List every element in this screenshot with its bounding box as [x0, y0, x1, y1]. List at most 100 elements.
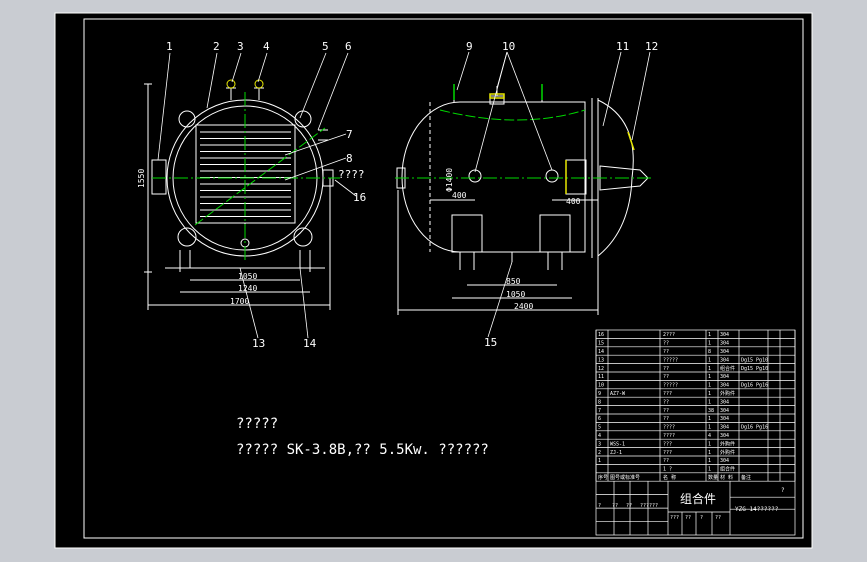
bom-cell-remark: Dg16 Pg16 — [741, 383, 768, 389]
left-callout-leaders — [157, 52, 357, 339]
drawing-border — [83, 18, 804, 539]
bom-cell-mat: 组合件 — [720, 466, 735, 473]
callout-6: 6 — [345, 40, 352, 53]
callout-7: 7 — [346, 128, 353, 141]
bom-cell-qty: 38 — [708, 408, 714, 414]
bom-cell-mat: 304 — [720, 349, 729, 355]
bom-cell-mat: 外购件 — [720, 440, 735, 447]
bom-cell-qty: 1 — [708, 391, 711, 397]
dim-total: 2400 — [514, 302, 533, 311]
callout-13: 13 — [252, 337, 265, 350]
left-dimensions: 1550 1050 1240 1700 — [137, 169, 257, 306]
tb-sign-left: ?? — [612, 503, 618, 509]
centerline-top-arc — [439, 109, 586, 121]
bom-cell-mat: 304 — [720, 433, 729, 439]
bom-cell-no: 11 — [598, 374, 604, 380]
dim-right-offset: 400 — [566, 197, 581, 206]
bom-cell-name: ????? — [663, 383, 678, 389]
bom-cell-no: 6 — [598, 416, 601, 422]
dim-base2: 1050 — [506, 290, 525, 299]
bom-cell-no: 1 — [598, 458, 601, 464]
bom-cell-mat: 外购件 — [720, 390, 735, 397]
notes-line: ????? SK-3.8B,?? 5.5Kw. ?????? — [236, 442, 489, 458]
callout-10: 10 — [502, 40, 515, 53]
bom-cell-no: 2 — [598, 450, 601, 456]
tb-sign-mid: ? — [700, 515, 703, 521]
bom-header-code: 图号或标准号 — [610, 474, 640, 481]
bom-cell-remark: Dg15 Pg10 — [741, 366, 768, 372]
bom-cell-mat: 304 — [720, 425, 729, 431]
bom-cell-no: 10 — [598, 383, 604, 389]
bom-cell-name: ?? — [663, 399, 669, 405]
bom-cell-no: 12 — [598, 366, 604, 372]
tb-sign-mid: ?? — [685, 515, 691, 521]
dim-inner: 1050 — [238, 272, 257, 281]
bom-cell-name: ??? — [663, 441, 672, 447]
bom-cell-mat: 组合件 — [720, 365, 735, 372]
left-callout-numbers: 1 2 3 4 5 6 7 8 ???? 16 13 14 — [166, 40, 366, 350]
bom-cell-qty: 1 — [708, 425, 711, 431]
bom-header-remark: 备注 — [741, 474, 751, 481]
dim-outer: 1700 — [230, 297, 249, 306]
bom-cell-name: ?? — [663, 458, 669, 464]
bom-cell-qty: 1 — [708, 416, 711, 422]
bom-cell-mat: 外购件 — [720, 449, 735, 456]
technical-notes: ????? ????? SK-3.8B,?? 5.5Kw. ?????? — [236, 416, 489, 458]
bom-cell-no: 16 — [598, 332, 604, 338]
callout-9: 9 — [466, 40, 473, 53]
tb-sign-mid: ?? — [715, 515, 721, 521]
bom-cell-name: ?? — [663, 366, 669, 372]
bom-cell-mat: 304 — [720, 357, 729, 363]
bom-cell-name: ???? — [663, 425, 675, 431]
drawing-sheet — [54, 12, 813, 549]
bom-cell-qty: 1 — [708, 399, 711, 405]
right-callout-numbers: 9 10 11 12 15 — [466, 40, 658, 349]
bom-cell-name: ?? — [663, 408, 669, 414]
tb-sign-left: ? — [598, 503, 601, 509]
bom-cell-no: 14 — [598, 349, 604, 355]
title-block-scale: ? — [781, 487, 785, 494]
bom-cell-mat: 304 — [720, 458, 729, 464]
bom-cell-no: 5 — [598, 425, 601, 431]
bom-cell-no: 7 — [598, 408, 601, 414]
callout-1: 1 — [166, 40, 173, 53]
bom-header-no: 序号 — [598, 474, 608, 481]
dim-base: 850 — [506, 277, 521, 286]
bom-cell-qty: 1 — [708, 441, 711, 447]
tb-sign-mid: ??? — [670, 515, 679, 521]
bom-cell-qty: 1 — [708, 458, 711, 464]
bill-of-materials — [595, 329, 796, 536]
bom-cell-mat: 304 — [720, 383, 729, 389]
right-dimensions: Φ1400 400 400 850 1050 2400 — [445, 168, 581, 311]
bom-cell-qty: 1 — [708, 341, 711, 347]
callout-16: 16 — [353, 191, 366, 204]
callout-11: 11 — [616, 40, 629, 53]
right-callout-leaders — [456, 51, 651, 338]
bom-cell-qty: 1 — [708, 357, 711, 363]
title-block-code: YZG-14?????? — [735, 506, 779, 513]
bom-cell-name: ?? — [663, 349, 669, 355]
bom-cell-qty: 4 — [708, 433, 711, 439]
bom-cell-name: ?? — [663, 374, 669, 380]
callout-8: 8 — [346, 152, 353, 165]
bom-cell-name: ????? — [663, 357, 678, 363]
bom-cell-mat: 304 — [720, 408, 729, 414]
bom-cell-name: 2??? — [663, 332, 675, 338]
bom-cell-no: 15 — [598, 341, 604, 347]
bom-cell-mat: 304 — [720, 374, 729, 380]
tb-sign-left: ?????? — [640, 503, 658, 509]
callout-5: 5 — [322, 40, 329, 53]
bom-header-mat: 材 料 — [720, 474, 733, 481]
bom-cell-mat: 304 — [720, 341, 729, 347]
bom-cell-name: 1 ? — [663, 467, 672, 473]
bom-cell-no: 9 — [598, 391, 601, 397]
callout-12: 12 — [645, 40, 658, 53]
bom-cell-qty: 1 — [708, 467, 711, 473]
right-accent-marks — [453, 84, 543, 100]
dim-diameter: Φ1400 — [445, 168, 454, 192]
bom-cell-no: 8 — [598, 399, 601, 405]
callout-14: 14 — [303, 337, 317, 350]
centerline-diagonal — [194, 127, 326, 226]
callout-4: 4 — [263, 40, 270, 53]
